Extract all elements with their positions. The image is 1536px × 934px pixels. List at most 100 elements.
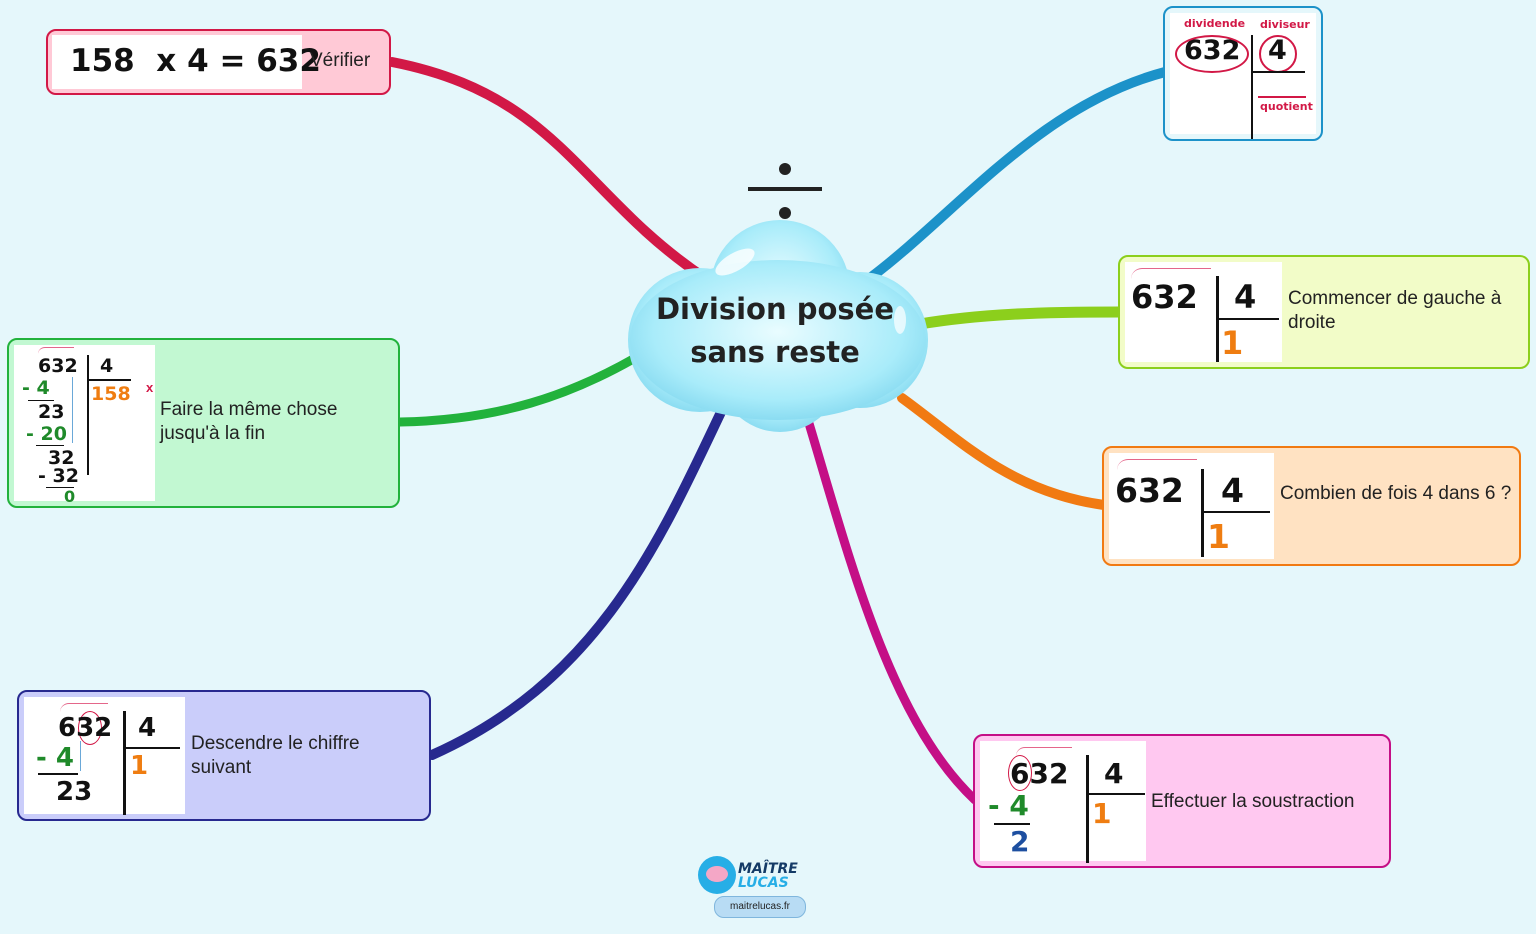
repeat-dividend: 632 [38,355,78,377]
repeat-line-2 [36,445,64,446]
repeat-arrow [38,347,74,354]
dividend-circle [1175,35,1249,73]
repeat-line-1 [28,400,54,401]
start-dividend: 632 [1131,278,1198,316]
bring-down-label: Descendre le chiffre suivant [191,733,360,778]
repeat-rest-3: 0 [64,487,76,506]
central-topic-line-2: sans reste [690,335,860,369]
repeat-rest-1: 23 [38,401,65,423]
divisor-label: diviseur [1260,18,1310,31]
subtract-divisor: 4 [1104,757,1124,790]
how-many-dividend: 632 [1115,471,1184,510]
subtract-vertical-bar [1086,755,1089,863]
start-label: Commencer de gauche à droite [1288,288,1502,333]
node-subtract: 632 - 4 2 4 1 Effectuer la soustraction [973,734,1391,868]
verify-equation: 158 x 4 = 632 [70,43,321,79]
subtract-digit-circle [1008,755,1032,791]
branch-terms [865,67,1170,283]
repeat-divisor: 4 [100,355,114,377]
subtract-horizontal-bar [1089,793,1145,795]
repeat-arrow-down [72,377,73,443]
bring-down-division-figure: 632 - 4 23 4 1 [24,697,185,815]
bring-down-dividend: 632 [58,713,113,743]
how-many-vertical-bar [1201,469,1204,557]
branch-start [914,306,1126,330]
repeat-horizontal-bar [89,379,131,381]
subtract-division-figure: 632 - 4 2 4 1 [980,741,1146,863]
node-terms: dividende diviseur 632 4 quotient [1163,6,1323,141]
repeat-quotient: 158 [91,383,131,405]
terms-horizontal-bar [1253,71,1305,73]
bring-down-divisor: 4 [138,713,157,743]
subtract-line [994,823,1030,825]
subtract-result: 2 [1010,825,1030,858]
repeat-minus-2: - 20 [26,423,67,445]
logo-url[interactable]: maitrelucas.fr [714,896,806,918]
bring-down-arrow-down [80,741,81,771]
terms-diagram: dividende diviseur 632 4 quotient [1170,13,1316,139]
central-topic-line-1: Division posée [655,292,894,326]
how-many-arrow [1117,459,1197,470]
verify-equation-box: 158 x 4 = 632 [52,35,321,89]
how-many-horizontal-bar [1204,511,1270,513]
node-bring-down: 632 - 4 23 4 1 Descendre le chiffre suiv… [17,690,431,821]
branch-verify [387,57,710,283]
central-topic-title: Division posée sans reste [650,288,900,374]
branch-repeat [395,353,640,427]
how-many-quotient: 1 [1207,517,1230,556]
branch-bring-down [427,405,727,760]
bring-down-quotient: 1 [130,751,149,781]
logo-name-line-1: MAÎTRE [738,861,798,877]
branch-how-many [897,393,1109,510]
bring-down-horizontal-bar [126,747,180,749]
how-many-label: Combien de fois 4 dans 6 ? [1280,483,1512,504]
brain-icon [698,856,736,894]
subtract-dividend: 632 [1010,757,1069,790]
verify-label: Vérifier [310,50,371,71]
quotient-label: quotient [1260,100,1313,113]
repeat-minus-1: - 4 [22,377,50,399]
start-quotient: 1 [1221,324,1244,362]
repeat-label: Faire la même chose jusqu'à la fin [160,399,338,444]
node-repeat: 632 - 4 23 - 20 32 - 32 0 4 158 x Faire … [7,338,400,508]
repeat-vertical-bar [87,355,89,475]
repeat-line-3 [46,487,74,488]
subtract-quotient: 1 [1092,797,1112,830]
subtract-label: Effectuer la soustraction [1151,791,1355,812]
subtract-arrow [1016,747,1072,756]
brain-icon-inner [706,866,728,882]
division-symbol-line [748,187,822,191]
bring-down-digit-circle [78,711,102,745]
division-symbol-dot-top [779,163,791,175]
start-divisor: 4 [1234,278,1257,316]
quotient-underline [1258,96,1306,98]
start-vertical-bar [1216,276,1219,362]
repeat-rest-2: 32 [48,447,75,469]
node-verify: 158 x 4 = 632 Vérifier [46,29,391,95]
bring-down-result: 23 [56,777,93,807]
bring-down-line [38,773,78,775]
repeat-minus-3: - 32 [38,465,79,487]
repeat-mark: x [146,380,154,395]
repeat-division-figure: 632 - 4 23 - 20 32 - 32 0 4 158 [14,345,155,506]
terms-vertical-bar [1251,35,1253,139]
division-symbol-dot-bottom [779,207,791,219]
node-how-many: 632 4 1 Combien de fois 4 dans 6 ? [1102,446,1521,566]
start-arrow [1131,268,1211,279]
start-horizontal-bar [1219,318,1279,320]
bring-down-arrow [60,703,108,712]
subtract-minus: - 4 [988,789,1029,822]
how-many-divisor: 4 [1221,471,1244,510]
logo-name: MAÎTRE LUCAS [738,862,798,890]
bring-down-minus: - 4 [36,743,74,773]
branch-subtract [803,415,980,805]
start-division-figure: 632 4 1 [1125,262,1282,362]
center-cloud [628,220,928,432]
logo-name-line-2: LUCAS [738,875,789,891]
divisor-circle [1259,35,1297,73]
how-many-division-figure: 632 4 1 [1109,453,1274,559]
dividend-label: dividende [1184,17,1246,30]
bring-down-vertical-bar [123,711,126,815]
node-start-left-to-right: 632 4 1 Commencer de gauche à droite [1118,255,1530,369]
